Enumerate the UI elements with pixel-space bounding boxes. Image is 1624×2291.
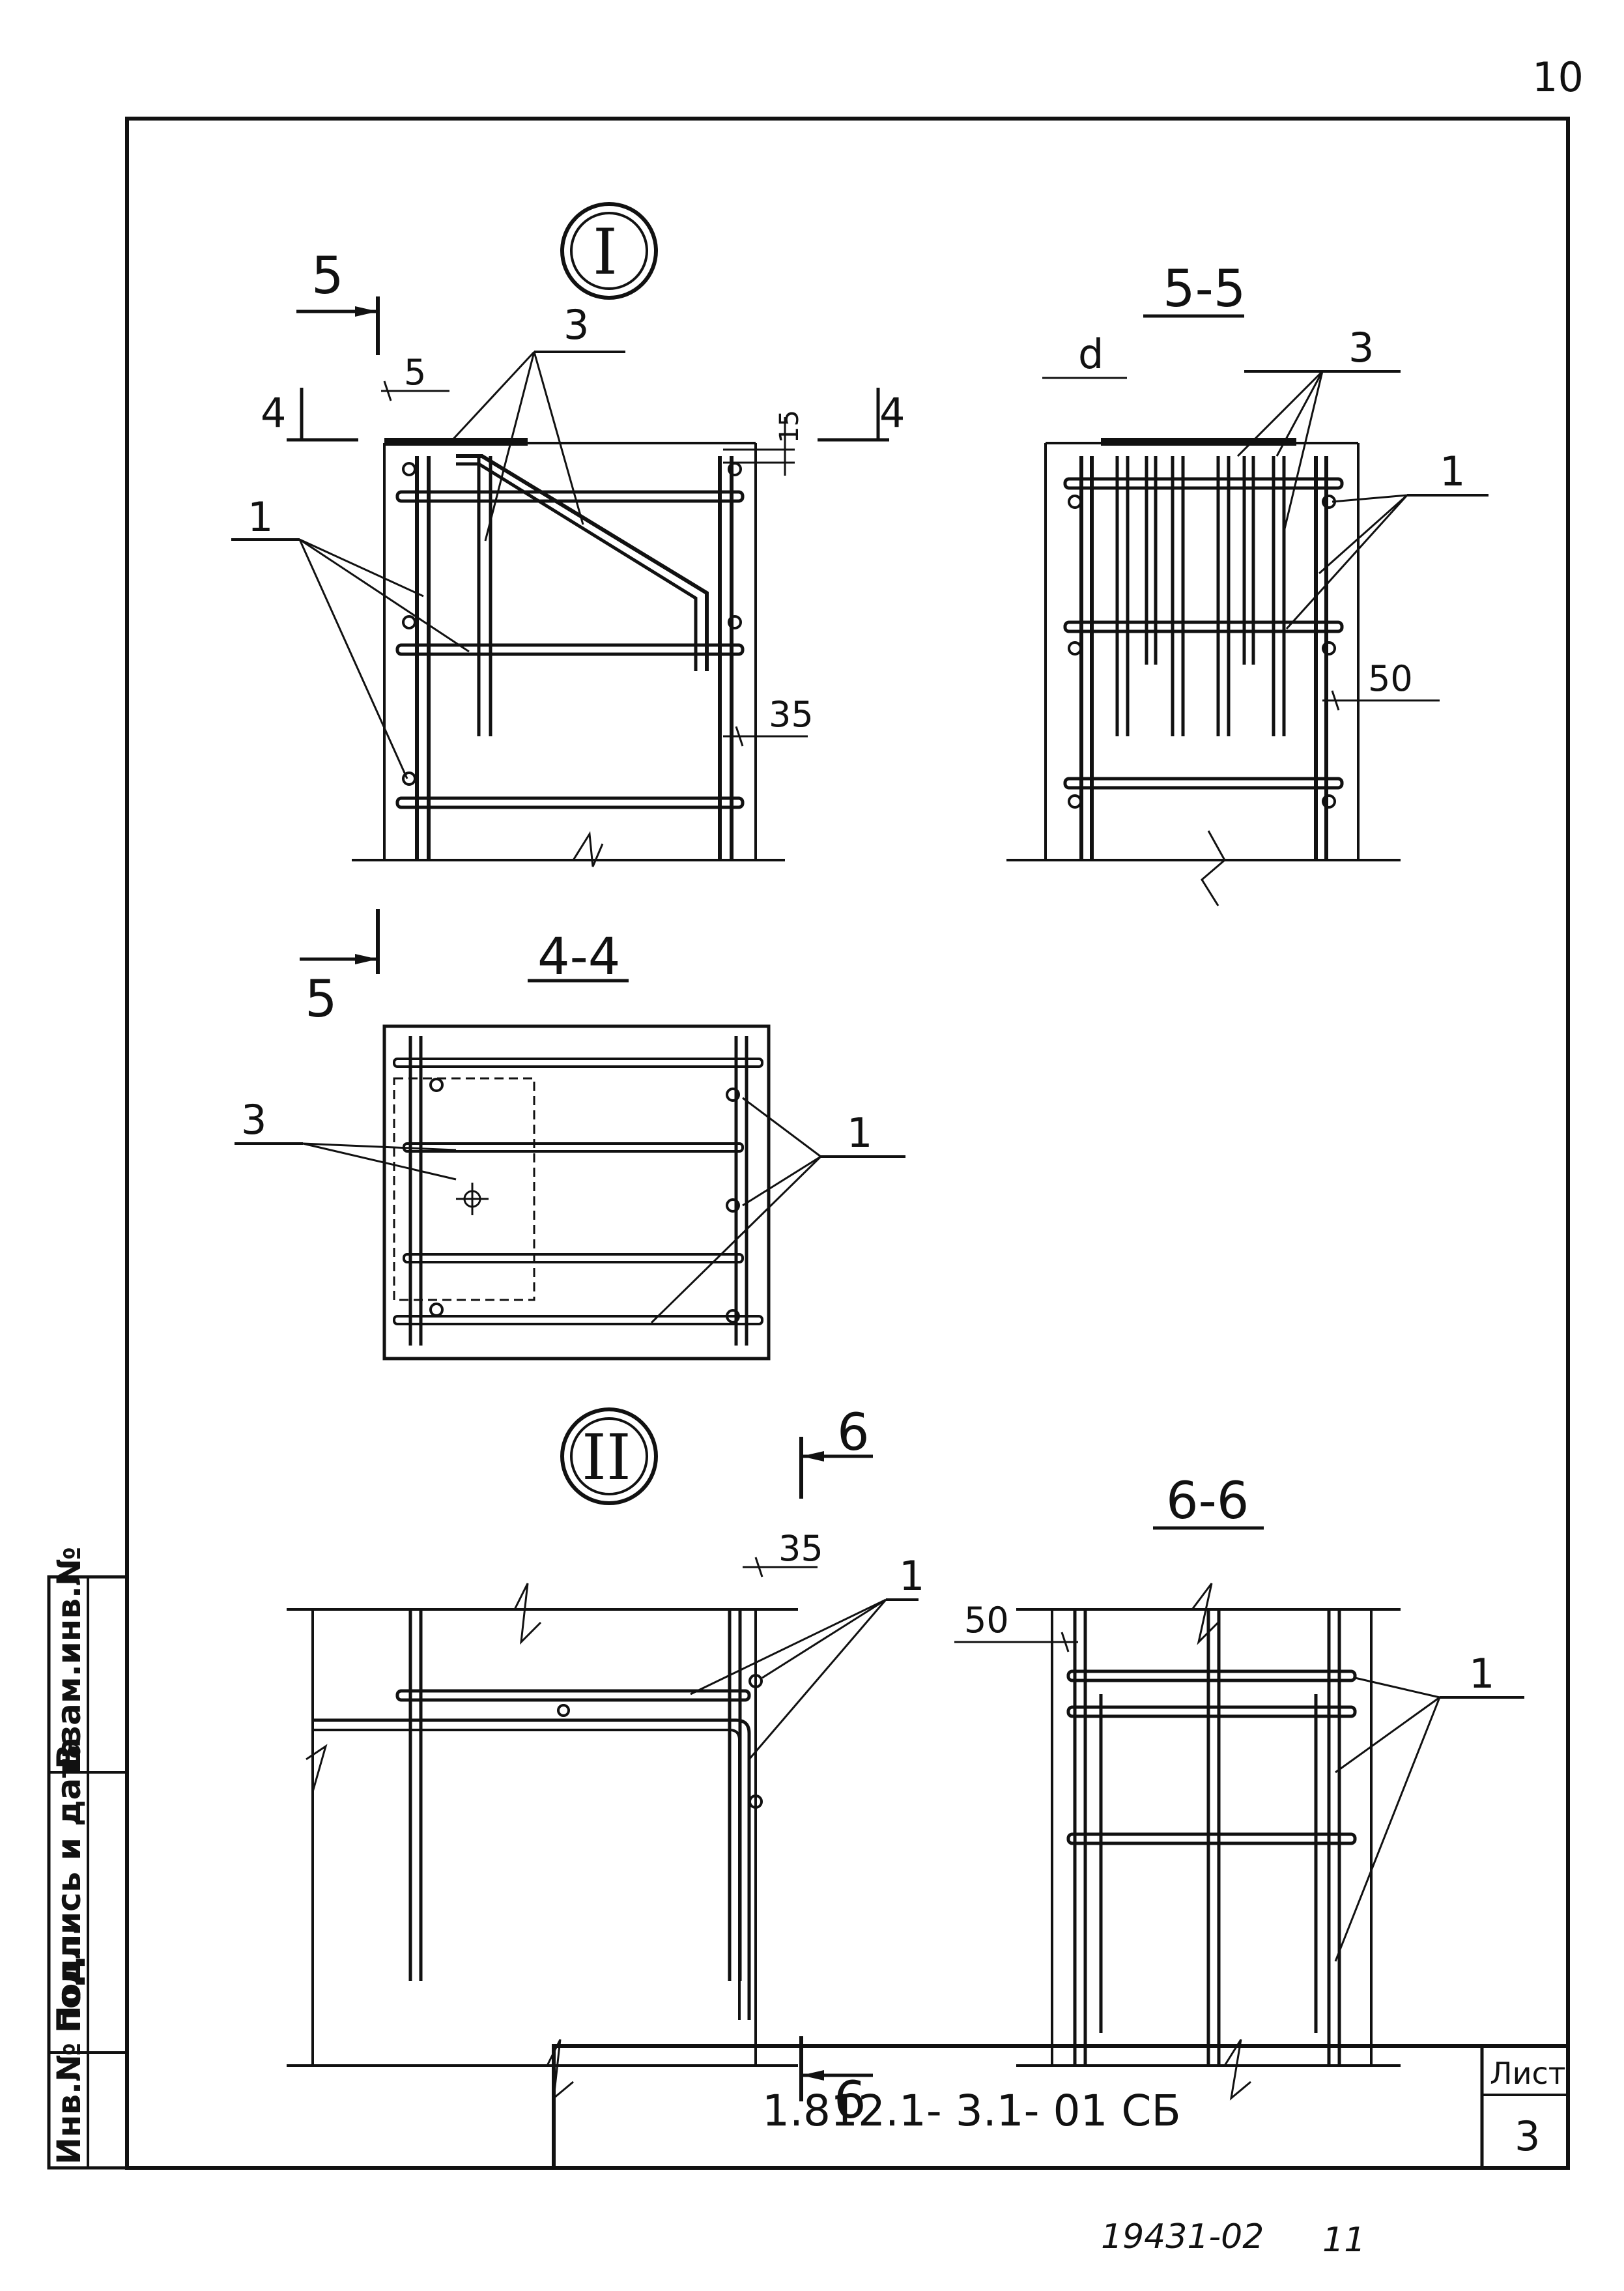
section-6-6-title: 6-6 — [1166, 1472, 1249, 1531]
section-4-4-title: 4-4 — [537, 928, 620, 987]
node-II-mark: II — [582, 1421, 631, 1494]
stamp-vzam-inv: Взам.инв.№ — [50, 1547, 88, 1769]
bottom-note-index: 11 — [1322, 2221, 1365, 2260]
node-I-view: I 5 4 4 5 3 15 — [231, 202, 905, 1029]
node-I-mark: I — [593, 216, 618, 289]
section-6-6-view: 6-6 50 1 — [954, 1472, 1524, 2101]
pos-1-section-4-4: 1 — [847, 1109, 872, 1157]
section-5-mark-top: 5 — [311, 247, 344, 306]
side-stamp: Инв.№ подл. Подпись и дата Взам.инв.№ — [47, 1547, 129, 2170]
page-number: 10 — [1532, 53, 1584, 101]
dim-5-node-I: 5 — [404, 352, 426, 393]
dim-15: 15 — [775, 410, 805, 443]
stamp-inv-podl: Инв.№ подл. — [50, 1924, 88, 2165]
section-4-4-view: 4-4 3 1 — [235, 928, 905, 1361]
section-4-right: 4 — [879, 389, 905, 437]
dim-35-node-I: 35 — [769, 694, 814, 735]
pos-3-section-5-5: 3 — [1348, 324, 1374, 371]
section-5-5-title: 5-5 — [1163, 260, 1246, 319]
section-5-mark-bottom: 5 — [305, 970, 337, 1029]
section-4-left: 4 — [261, 389, 286, 437]
node-II-mark-circle — [560, 1407, 658, 1505]
dim-50-section-5-5: 50 — [1368, 658, 1413, 699]
section-6-mark-bottom: 6 — [834, 2071, 866, 2130]
dim-50-section-6-6: 50 — [964, 1600, 1009, 1641]
title-block: 1.812.1- 3.1- 01 СБ Лист 3 — [552, 2044, 1570, 2170]
stamp-signature-date: Подпись и дата — [50, 1737, 88, 2033]
pos-1-section-5-5: 1 — [1440, 448, 1465, 495]
sheet-number: 3 — [1515, 2112, 1540, 2160]
pos-3-section-4-4: 3 — [241, 1096, 266, 1144]
dim-35-node-II: 35 — [778, 1528, 823, 1569]
sheet-label: Лист — [1490, 2056, 1566, 2091]
node-II-view: II 6 35 1 6 — [287, 1404, 924, 2130]
dim-d: d — [1078, 330, 1104, 378]
section-5-5-view: 5-5 d 3 — [1006, 260, 1489, 906]
bottom-note-number: 19431-02 — [1101, 2217, 1264, 2256]
document-code: 1.812.1- 3.1- 01 СБ — [762, 2086, 1181, 2136]
pos-1-node-II: 1 — [899, 1552, 924, 1600]
node-I-mark-circle — [560, 202, 658, 300]
pos-1-node-I: 1 — [248, 493, 273, 541]
pos-1-section-6-6: 1 — [1469, 1650, 1494, 1697]
section-6-mark-top: 6 — [837, 1404, 870, 1462]
pos-3-node-I: 3 — [563, 301, 589, 349]
